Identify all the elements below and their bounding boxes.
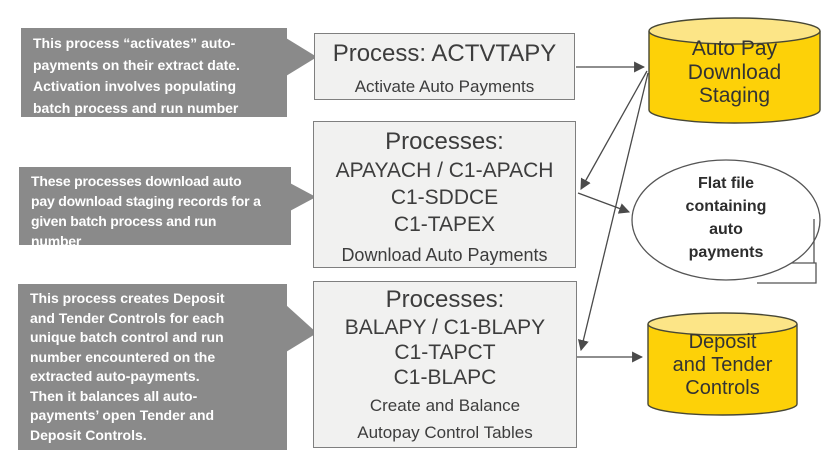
arrow-download-to-flatfile <box>577 192 631 214</box>
process-box-activate: Process: ACTVTAPY Activate Auto Payments <box>314 33 575 100</box>
deposit-tender-cylinder-body <box>647 324 798 416</box>
callout-activate-note: This process “activates” auto- payments … <box>21 28 287 117</box>
process-box-subtitle: Create and Balance Autopay Control Table… <box>357 396 533 442</box>
process-box-title: Process: ACTVTAPY <box>332 40 557 67</box>
callout-tail-download <box>288 182 316 212</box>
autopay-staging-label: Auto Pay Download Staging <box>687 37 782 107</box>
process-box-title: Processes: <box>385 286 505 313</box>
callout-balance-note: This process creates Deposit and Tender … <box>18 284 287 450</box>
deposit-tender-cylinder-top <box>647 312 798 336</box>
flat-file-tail <box>757 262 817 284</box>
callout-tail-activate <box>286 38 317 76</box>
autopay-staging-cylinder-body <box>648 31 821 124</box>
process-box-download: Processes: APAYACH / C1-APACH C1-SDDCE C… <box>313 121 576 268</box>
arrow-staging-to-download <box>580 70 648 190</box>
process-box-codes: BALAPY / C1-BLAPY C1-TAPCT C1-BLAPC <box>344 316 546 389</box>
process-box-subtitle: Download Auto Payments <box>341 245 548 265</box>
flat-file-oval <box>631 159 821 281</box>
process-box-title: Processes: <box>385 128 504 155</box>
autopay-staging-cylinder-top <box>648 17 821 45</box>
flat-file-label: Flat file containing auto payments <box>685 175 767 261</box>
callout-download-note: These processes download auto pay downlo… <box>19 167 291 249</box>
arrow-staging-to-balance <box>577 72 649 352</box>
process-box-balance: Processes: BALAPY / C1-BLAPY C1-TAPCT C1… <box>313 281 577 448</box>
deposit-tender-label: Deposit and Tender Controls <box>672 331 773 399</box>
process-box-subtitle: Activate Auto Payments <box>354 77 535 96</box>
process-box-codes: APAYACH / C1-APACH C1-SDDCE C1-TAPEX <box>335 159 554 236</box>
callout-tail-balance <box>286 305 317 352</box>
